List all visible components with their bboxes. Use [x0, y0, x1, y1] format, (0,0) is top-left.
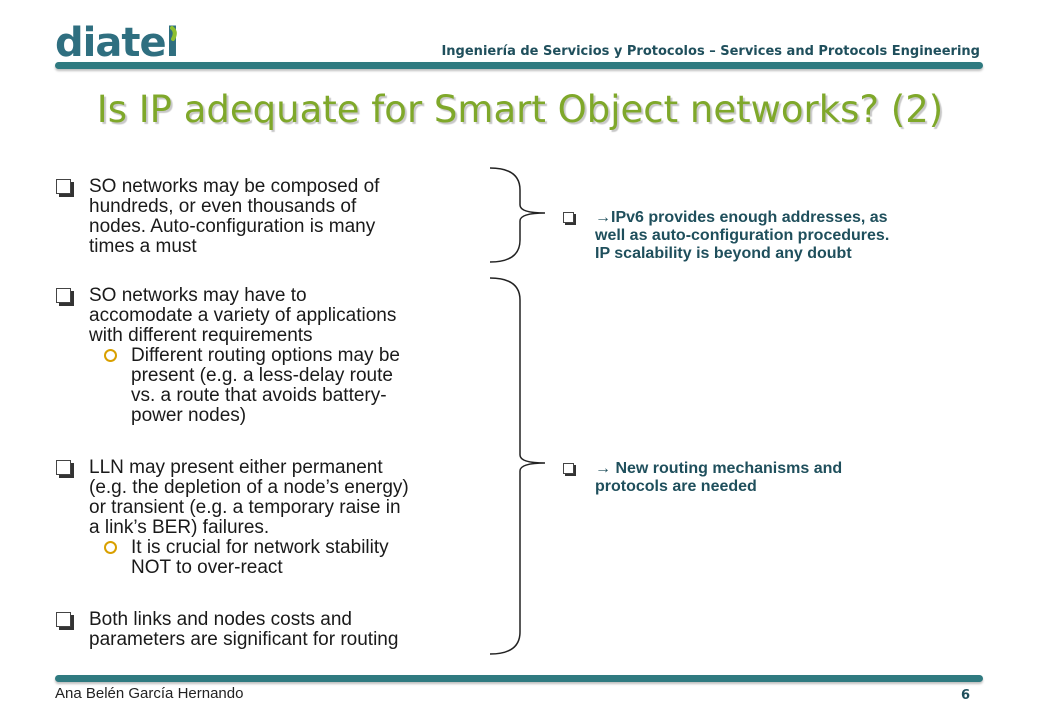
- square-bullet-icon: [563, 212, 574, 223]
- footer-divider: [55, 675, 983, 682]
- header-divider: [55, 62, 983, 69]
- footer-author: Ana Belén García Hernando: [55, 685, 244, 702]
- conclusion-text: →IPv6 provides enough addresses, as well…: [595, 209, 890, 262]
- bullet-text: SO networks may have to accomodate a var…: [89, 285, 397, 346]
- bullet-item: SO networks may have to accomodate a var…: [56, 286, 496, 426]
- square-bullet-icon: [56, 288, 71, 303]
- sub-bullet-text: Different routing options may be present…: [131, 345, 400, 426]
- square-bullet-icon: [563, 463, 574, 474]
- bullet-text: SO networks may be composed of hundreds,…: [89, 176, 380, 257]
- brace-bottom: [489, 277, 546, 655]
- logo-text: diatel: [55, 22, 178, 64]
- header-subtitle: Ingeniería de Servicios y Protocolos – S…: [441, 44, 980, 59]
- circle-bullet-icon: [104, 541, 117, 554]
- bullet-item: Both links and nodes costs and parameter…: [56, 610, 496, 650]
- bullet-text: LLN may present either permanent (e.g. t…: [89, 457, 409, 538]
- sub-bullet-text: It is crucial for network stability NOT …: [131, 537, 389, 578]
- square-bullet-icon: [56, 460, 71, 475]
- bullet-item: LLN may present either permanent (e.g. t…: [56, 458, 496, 578]
- bullet-text: Both links and nodes costs and parameter…: [89, 609, 399, 650]
- square-bullet-icon: [56, 612, 71, 627]
- bullet-item: SO networks may be composed of hundreds,…: [56, 177, 496, 257]
- diatel-logo: diatel: [55, 22, 179, 64]
- sub-bullet-item: It is crucial for network stability NOT …: [104, 538, 496, 578]
- circle-bullet-icon: [104, 349, 117, 362]
- sub-bullet-item: Different routing options may be present…: [104, 346, 496, 426]
- page-number: 6: [960, 688, 970, 703]
- conclusion-text: → New routing mechanisms and protocols a…: [595, 460, 843, 495]
- brace-top: [489, 167, 546, 263]
- slide-title: Is IP adequate for Smart Object networks…: [96, 88, 944, 131]
- conclusion-bullet: → New routing mechanisms and protocols a…: [563, 460, 983, 496]
- conclusion-bullet: →IPv6 provides enough addresses, as well…: [563, 209, 983, 263]
- square-bullet-icon: [56, 179, 71, 194]
- logo-accent-mark: [170, 26, 177, 41]
